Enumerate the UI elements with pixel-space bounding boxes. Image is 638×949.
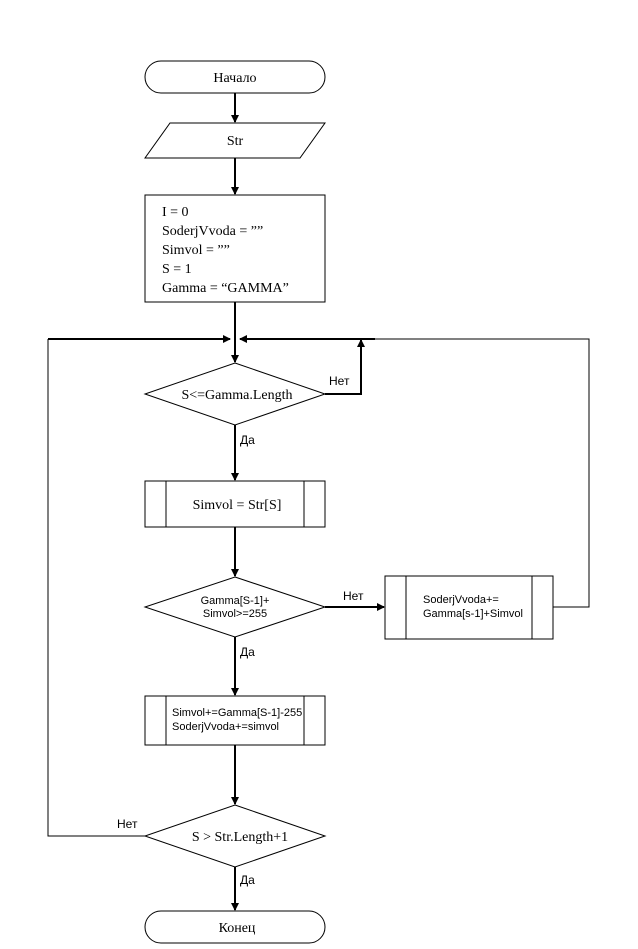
decision-overflow-yes-label: Да: [240, 645, 255, 659]
decision-overflow-no-label: Нет: [343, 589, 364, 603]
decision-loop-yes-label: Да: [240, 433, 255, 447]
overflow-line: SoderjVvoda+=simvol: [172, 721, 279, 733]
start-terminator: Начало: [144, 60, 326, 94]
connector-loop-no: [325, 339, 365, 395]
assign-symbol-block: Simvol = Str[S]: [144, 480, 326, 528]
decision-overflow-line: Gamma[S-1]+: [201, 595, 270, 607]
decision-loop-no-label: Нет: [329, 374, 350, 388]
connector-loop-back-left: [47, 339, 145, 837]
init-line: Simvol = ””: [162, 243, 230, 258]
init-line: S = 1: [162, 262, 192, 277]
end-label: Конец: [219, 921, 256, 936]
decision-loop: S<=Gamma.Length: [143, 362, 327, 426]
init-line: I = 0: [162, 205, 189, 220]
no-overflow-block: SoderjVvoda+= Gamma[s-1]+Simvol: [384, 575, 554, 640]
no-overflow-line: SoderjVvoda+=: [423, 594, 499, 606]
input-label: Str: [227, 134, 244, 149]
end-terminator: Конец: [144, 910, 326, 944]
assign-symbol-label: Simvol = Str[S]: [193, 498, 282, 513]
start-label: Начало: [213, 71, 256, 86]
init-line: Gamma = “GAMMA”: [162, 281, 289, 296]
no-overflow-line: Gamma[s-1]+Simvol: [423, 608, 523, 620]
decision-overflow-line: Simvol>=255: [203, 608, 267, 620]
init-block: I = 0 SoderjVvoda = ”” Simvol = ”” S = 1…: [144, 194, 326, 303]
overflow-block: Simvol+=Gamma[S-1]-255 SoderjVvoda+=simv…: [144, 695, 326, 746]
decision-end-label: S > Str.Length+1: [192, 830, 288, 845]
decision-end: S > Str.Length+1: [143, 804, 327, 868]
input-block: Str: [144, 122, 326, 159]
init-line: SoderjVvoda = ””: [162, 224, 263, 239]
decision-overflow: Gamma[S-1]+ Simvol>=255: [143, 576, 327, 638]
overflow-line: Simvol+=Gamma[S-1]-255: [172, 707, 302, 719]
decision-end-no-label: Нет: [117, 817, 138, 831]
connector-loop-back-right: [375, 338, 590, 608]
decision-loop-label: S<=Gamma.Length: [181, 388, 292, 403]
decision-end-yes-label: Да: [240, 873, 255, 887]
